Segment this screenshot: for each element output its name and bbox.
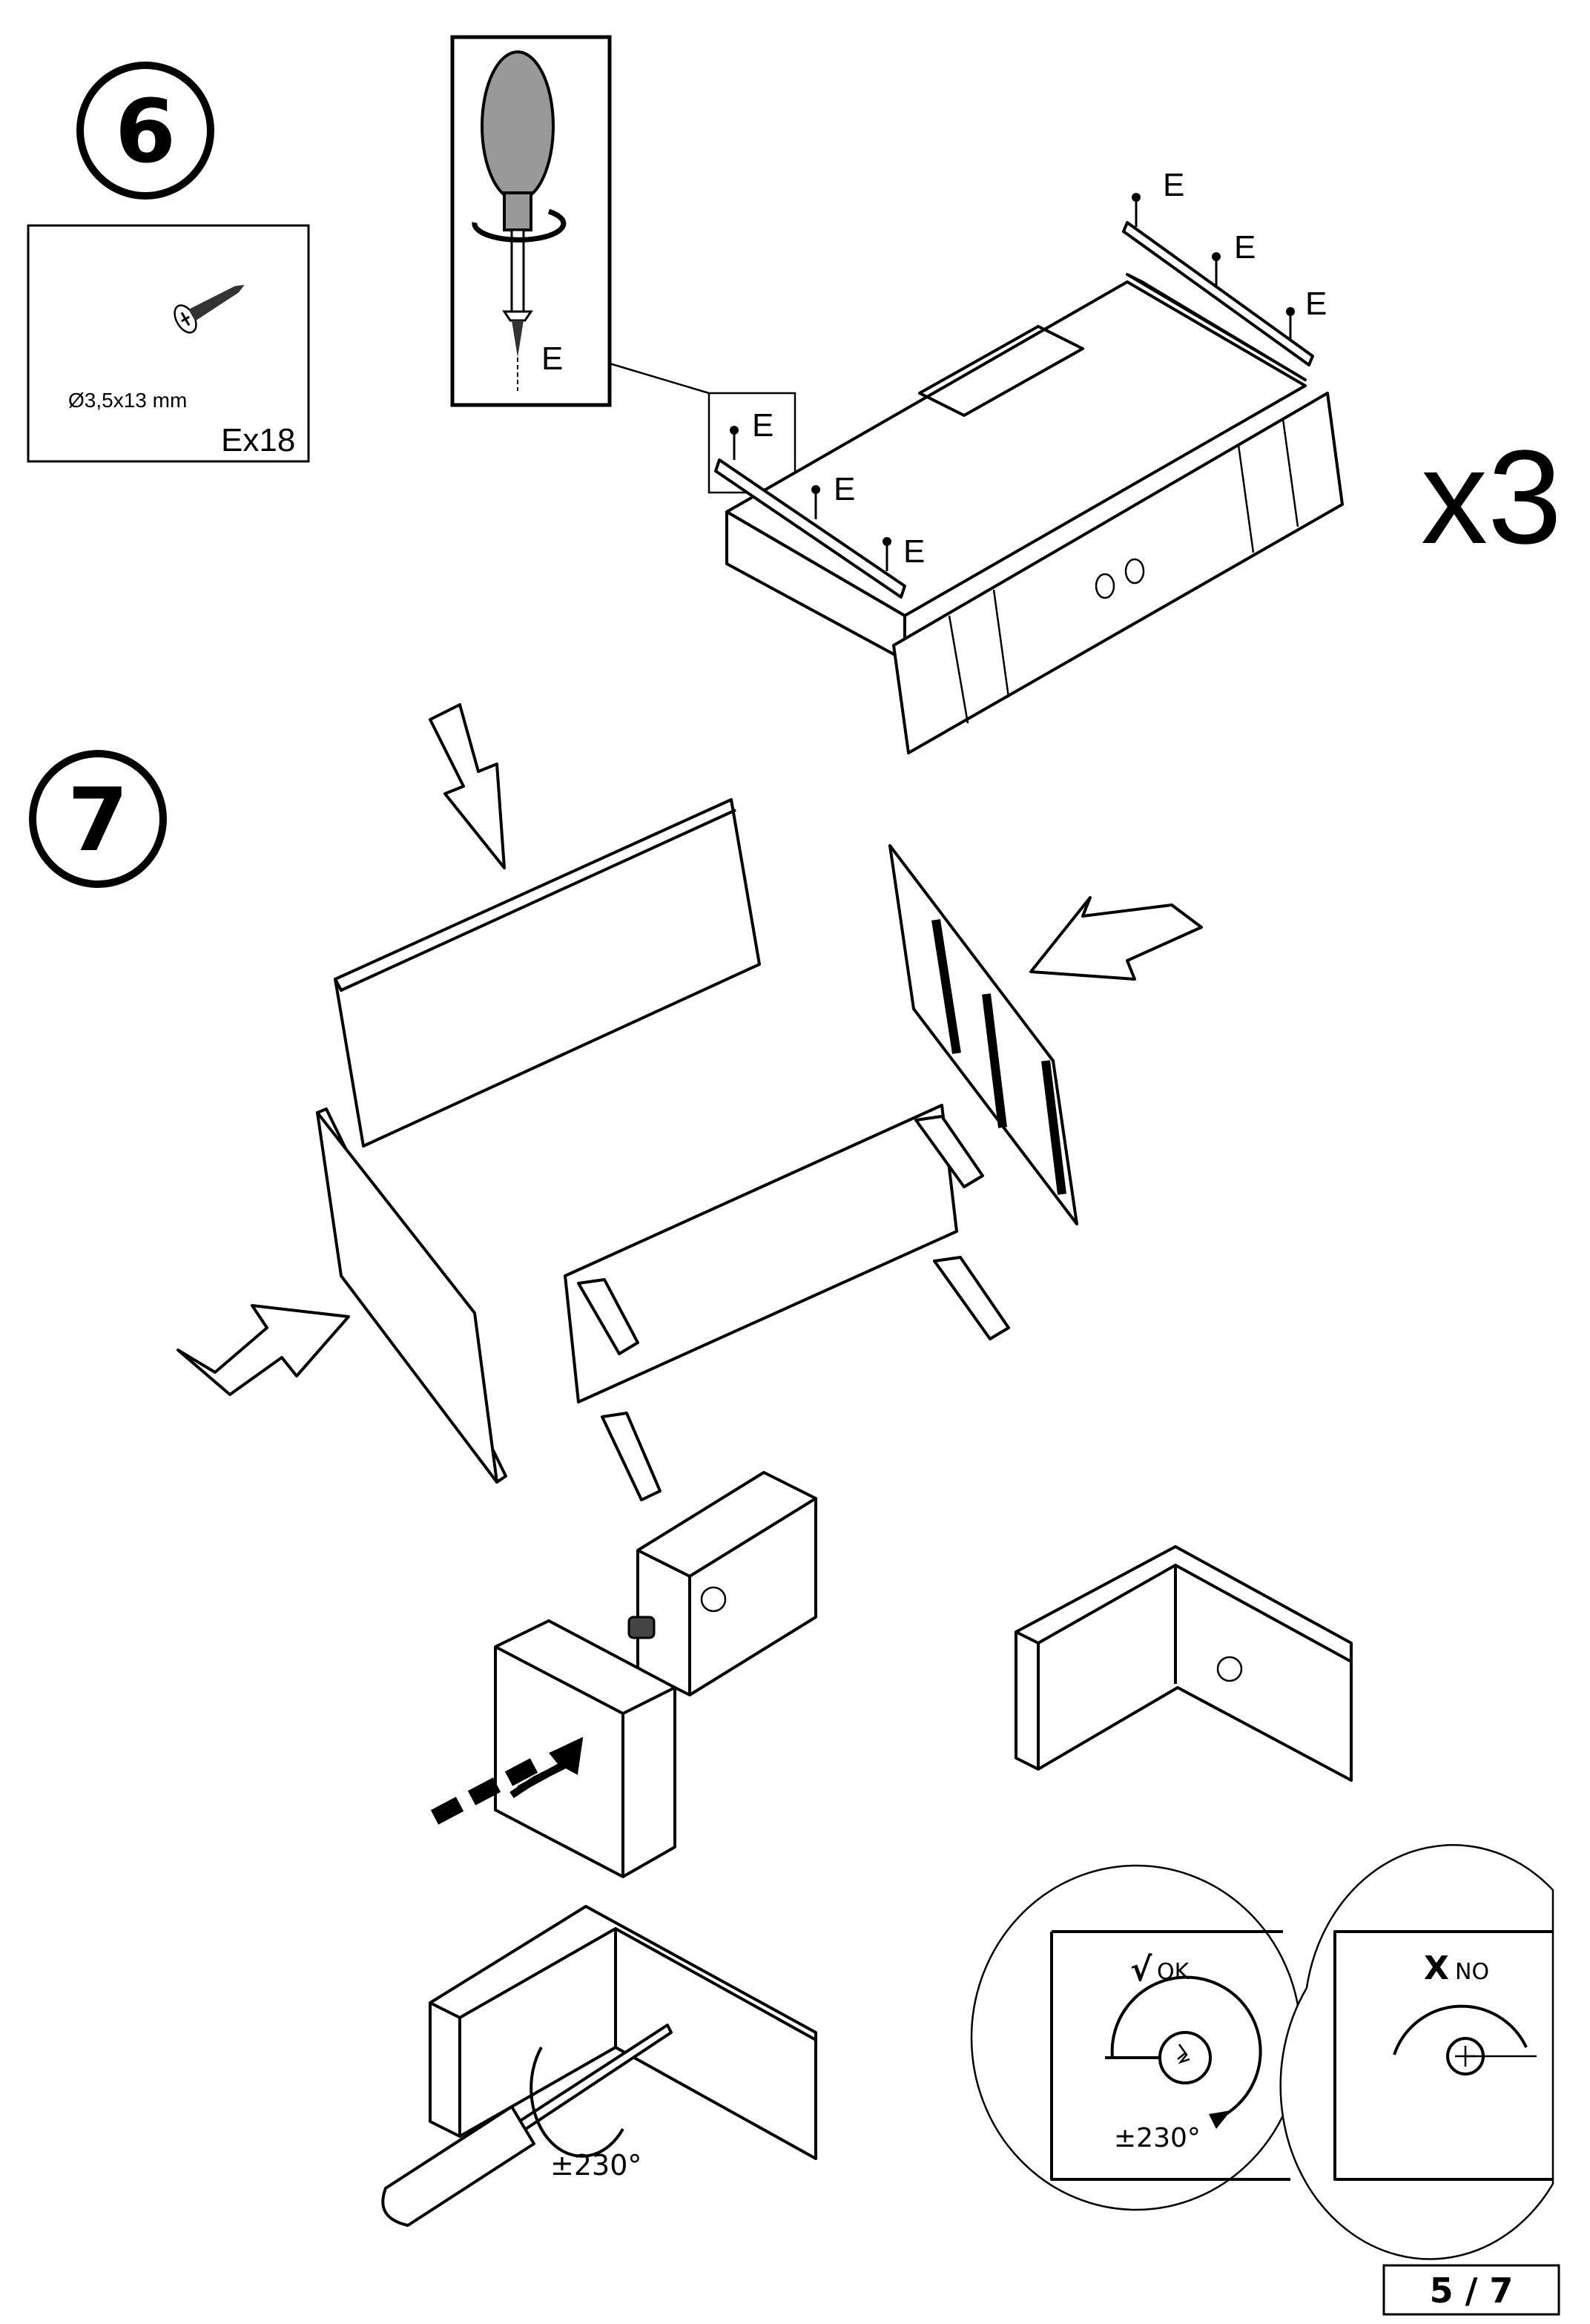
handle-icon [1095, 558, 1145, 599]
svg-text:E: E [903, 533, 925, 570]
back-panel [334, 798, 761, 1148]
svg-text:E: E [1305, 286, 1327, 322]
check-icon: √ [1130, 1951, 1152, 1989]
drawer-slide-left [714, 458, 906, 599]
tightening-detail: ±230° [381, 1905, 817, 2227]
side-panel-right [888, 844, 1078, 1225]
step-7-badge: 7 [29, 750, 167, 888]
rotation-label: ±230° [550, 2149, 641, 2182]
no-detail: X NO [1279, 1844, 1554, 2260]
cam-lock-icon [700, 1586, 727, 1613]
parts-box: Ø3,5x13 mm Ex18 [27, 224, 310, 463]
cam-lock-icon [1216, 1656, 1243, 1682]
no-label: NO [1455, 1959, 1489, 1985]
cam-lock-detail [430, 1471, 817, 1878]
quantity-multiplier: x3 [1421, 423, 1562, 572]
cross-icon: X [1424, 1949, 1449, 1987]
page-indicator: 5 / 7 [1382, 2264, 1560, 2316]
dowel-icon [627, 1616, 656, 1639]
svg-text:5 / 7: 5 / 7 [1430, 2271, 1514, 2311]
screw-size-label: Ø3,5x13 mm [68, 389, 187, 412]
screwdriver-icon [381, 2024, 673, 2227]
screwdriver-detail: E [450, 35, 612, 407]
ok-angle-label: ±230° [1114, 2123, 1201, 2153]
svg-text:E: E [834, 471, 855, 507]
screw-e-label: E [541, 340, 563, 377]
rotate-arrow-icon [472, 208, 567, 243]
screw-quantity-label: Ex18 [221, 422, 295, 458]
svg-text:6: 6 [115, 80, 176, 182]
drawer-assembly: E E E E E E [714, 167, 1344, 754]
step-6-badge: 6 [76, 62, 214, 200]
svg-text:E: E [1234, 229, 1256, 266]
svg-text:7: 7 [67, 768, 128, 871]
push-arrow-icon [509, 1737, 584, 1799]
bottom-frame-with-legs [564, 1104, 1010, 1501]
insert-arrows [177, 703, 1203, 1396]
screwdriver-icon [481, 50, 555, 391]
screw-icon [174, 285, 245, 334]
side-panel-left [316, 1107, 507, 1484]
leader-line [609, 362, 710, 395]
corner-joint-result [1015, 1545, 1353, 1782]
rotate-arrow-icon [530, 2047, 624, 2158]
screw-labels: E E E E E E [752, 167, 1327, 570]
ok-detail: √ OK. ±230° [970, 1864, 1302, 2211]
drawer-slide-right [1122, 221, 1314, 366]
svg-text:E: E [1163, 167, 1184, 203]
svg-text:E: E [752, 407, 773, 444]
